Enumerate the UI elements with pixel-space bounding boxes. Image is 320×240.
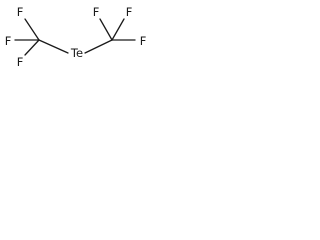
atom-f-lower-left: F (17, 55, 24, 69)
bond-c2-f-upper-mid (99, 18, 113, 41)
bond-te-c2 (84, 39, 113, 54)
atom-f-upper-right: F (126, 5, 133, 19)
atom-f-upper-left: F (17, 5, 24, 19)
atom-te: Te (70, 46, 83, 60)
atom-f-left: F (5, 34, 12, 48)
bond-c1-te (38, 39, 69, 54)
atom-f-upper-mid: F (93, 5, 100, 19)
structural-formula: F F F Te F F F (5, 5, 147, 69)
bond-c1-f-upper-left (24, 18, 40, 41)
atom-f-right: F (140, 34, 147, 48)
bond-c2-f-upper-right (111, 18, 125, 41)
bond-c1-f-lower-left (24, 39, 40, 56)
